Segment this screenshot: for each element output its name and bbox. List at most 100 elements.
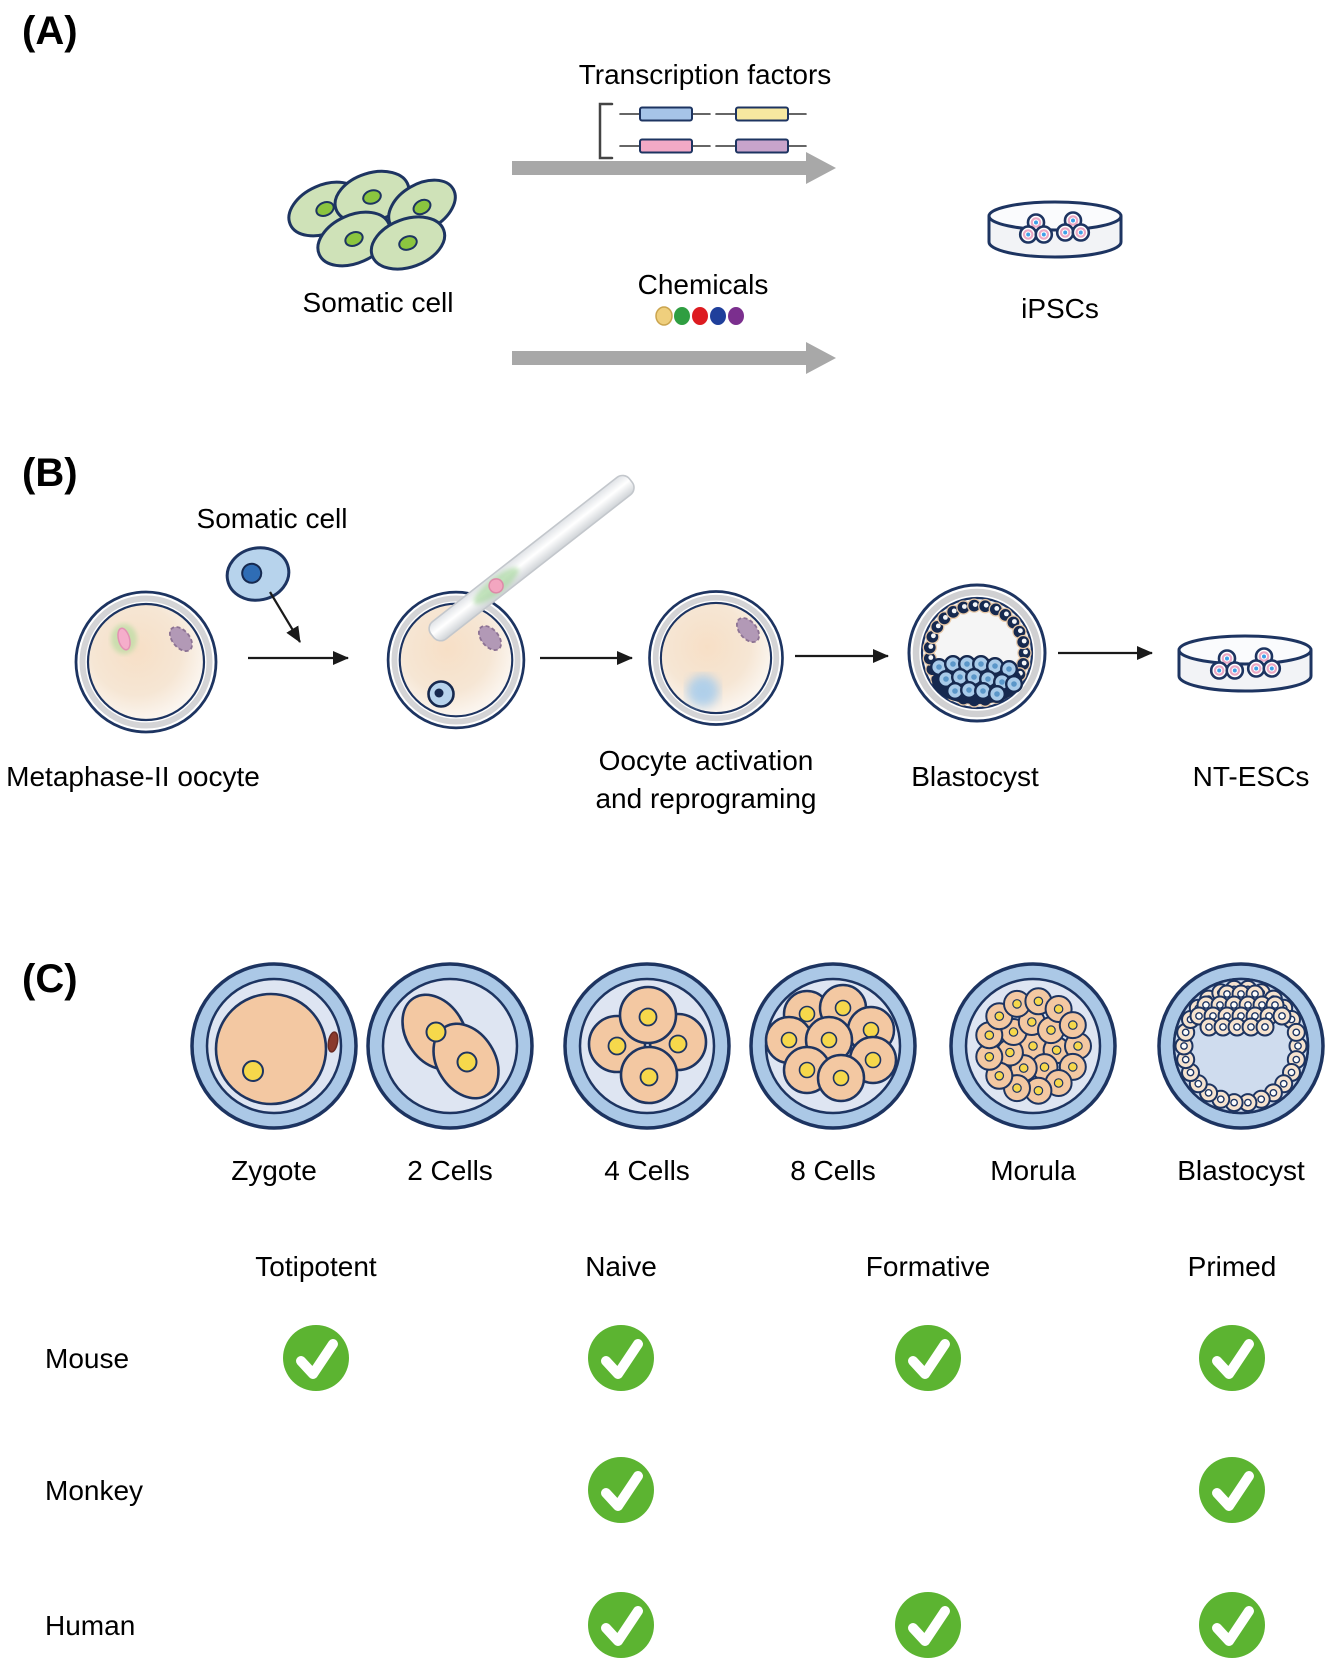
- nucleus: [638, 1007, 658, 1027]
- check-icon: [588, 1457, 654, 1523]
- polar-body: [477, 625, 503, 651]
- check-icon: [1199, 1592, 1265, 1658]
- nucleus: [832, 1069, 850, 1087]
- oocyte-activated: [650, 592, 783, 725]
- nucleus: [425, 1021, 447, 1043]
- chemicals-label: Chemicals: [638, 269, 769, 300]
- donor-somatic-cell: [225, 546, 291, 602]
- check-icon: [1199, 1325, 1265, 1391]
- cell-nucleus: [241, 562, 263, 584]
- nucleus: [798, 1005, 816, 1023]
- stage-label-2cells: 2 Cells: [407, 1155, 493, 1186]
- somatic-cell-label-a: Somatic cell: [303, 287, 454, 318]
- chemical-dot: [674, 307, 690, 325]
- transcription-factor-constructs: [598, 102, 807, 160]
- chemical-dot: [710, 307, 726, 325]
- species-row-label-monkey: Monkey: [45, 1475, 143, 1506]
- embryo-blastocyst: [1157, 962, 1325, 1130]
- nucleus: [668, 1034, 688, 1054]
- cell-nucleus: [398, 235, 418, 251]
- embryo-zygote: [190, 962, 358, 1130]
- check-icon: [588, 1592, 654, 1658]
- factor-gene-box: [735, 138, 789, 154]
- trophectoderm-cell: [1016, 634, 1031, 650]
- potency-check-matrix: [283, 1325, 1265, 1658]
- morula-cell: [1058, 1011, 1087, 1040]
- factor-gene-box: [639, 138, 693, 154]
- inner-cell-mass-cell: [1272, 1006, 1292, 1026]
- cell-nucleus: [434, 688, 444, 698]
- stage-label-8cells: 8 Cells: [790, 1155, 876, 1186]
- check-icon: [895, 1592, 961, 1658]
- stage-label-blastocyst: Blastocyst: [1177, 1155, 1305, 1186]
- somatic-cell-cluster: [287, 169, 457, 271]
- injection-arrow: [269, 591, 301, 643]
- somatic-cell-label-b: Somatic cell: [197, 503, 348, 534]
- embryo-4cells: [563, 962, 731, 1130]
- cell-nucleus: [362, 189, 382, 205]
- polar-body: [327, 1031, 339, 1053]
- pronucleus: [242, 1060, 264, 1082]
- meiotic-spindle: [117, 627, 131, 651]
- bracket: [598, 102, 614, 160]
- potency-header-naive: Naive: [585, 1251, 657, 1282]
- check-icon: [1199, 1457, 1265, 1523]
- inner-cell-mass-cell: [1255, 1017, 1275, 1037]
- panel-b-tag: (B): [22, 451, 78, 495]
- nucleus: [834, 999, 852, 1017]
- nucleus: [607, 1036, 627, 1056]
- potency-header-primed: Primed: [1188, 1251, 1277, 1282]
- reprogramming-arrow-bottom: [512, 342, 836, 374]
- embryo-8cells: [749, 962, 917, 1130]
- factor-gene-box: [735, 106, 789, 122]
- cell-nucleus: [412, 198, 432, 216]
- metaphase-oocyte-label: Metaphase-II oocyte: [6, 761, 260, 792]
- polar-body: [168, 626, 194, 652]
- nucleus: [780, 1031, 798, 1049]
- embryo-morula: [949, 962, 1117, 1130]
- activation-label-line2: and reprograming: [595, 783, 816, 814]
- petri-dish-ntescs: [1177, 634, 1313, 693]
- chemical-dot: [728, 307, 744, 325]
- petri-dish-ipscs: [987, 200, 1123, 259]
- check-icon: [895, 1325, 961, 1391]
- ipscs-label: iPSCs: [1021, 293, 1099, 324]
- injection-pipette: [428, 474, 635, 642]
- factor-gene-box: [639, 106, 693, 122]
- oocyte-metaphase: [76, 592, 216, 732]
- panel-c: (C): [22, 957, 1325, 1658]
- potency-header-formative: Formative: [866, 1251, 990, 1282]
- ntescs-label: NT-ESCs: [1193, 761, 1310, 792]
- panel-c-tag: (C): [22, 957, 78, 1001]
- transcription-factors-label: Transcription factors: [579, 59, 832, 90]
- stage-label-4cells: 4 Cells: [604, 1155, 690, 1186]
- removed-spindle: [488, 578, 504, 594]
- nucleus: [456, 1051, 478, 1073]
- nucleus: [820, 1031, 838, 1049]
- polar-body: [735, 617, 761, 643]
- activation-label-line1: Oocyte activation: [599, 745, 814, 776]
- reprogrammed-nucleus: [687, 675, 719, 707]
- chemical-dots: [655, 306, 744, 326]
- chemical-dot: [692, 307, 708, 325]
- inner-cell-mass-cell: [1005, 675, 1023, 693]
- embryo-2cells: [366, 962, 534, 1130]
- nucleus: [639, 1067, 659, 1087]
- nucleus: [864, 1051, 882, 1069]
- chemical-dot: [655, 306, 673, 326]
- blastocyst-label: Blastocyst: [911, 761, 1039, 792]
- reprogramming-arrow-top: [512, 152, 836, 184]
- panel-a: (A) Transcription factors Somatic cell C…: [22, 9, 1123, 374]
- species-row-label-human: Human: [45, 1610, 135, 1641]
- trophectoderm-cell: [1286, 1022, 1306, 1042]
- panel-a-tag: (A): [22, 9, 78, 53]
- stage-label-morula: Morula: [990, 1155, 1076, 1186]
- species-row-label-mouse: Mouse: [45, 1343, 129, 1374]
- cell-nucleus: [315, 201, 335, 217]
- stage-label-zygote: Zygote: [231, 1155, 317, 1186]
- panel-b: (B) Somatic cell: [6, 451, 1313, 814]
- oocyte-injected: [388, 592, 524, 728]
- nucleus: [798, 1061, 816, 1079]
